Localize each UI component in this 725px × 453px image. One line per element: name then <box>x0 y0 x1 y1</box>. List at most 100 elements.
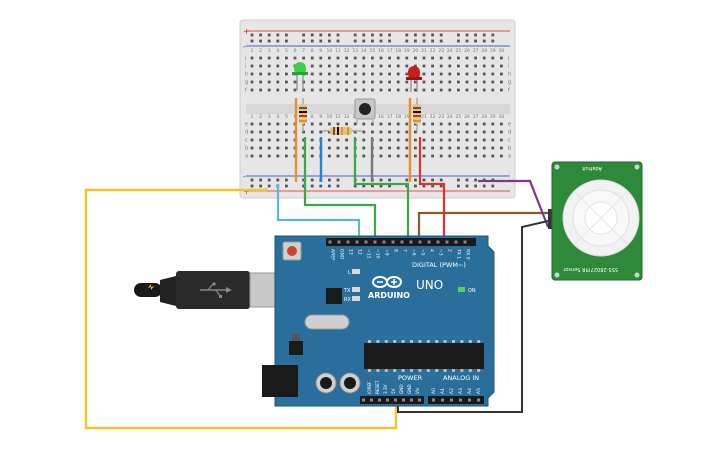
header-pin[interactable] <box>418 398 421 402</box>
column-number: 9 <box>319 114 322 120</box>
breadboard-hole <box>405 80 409 84</box>
resistor-green-led[interactable] <box>299 98 307 132</box>
reset-button-cap[interactable] <box>287 246 297 256</box>
breadboard-hole <box>439 138 443 142</box>
column-number: 12 <box>344 48 350 54</box>
green-wire-pin8[interactable] <box>353 137 410 240</box>
header-pin[interactable] <box>450 398 453 402</box>
column-number: 5 <box>285 114 288 120</box>
breadboard-hole <box>345 64 348 68</box>
breadboard-hole <box>491 130 495 134</box>
header-pin[interactable] <box>386 398 389 402</box>
breadboard-hole <box>353 72 357 76</box>
breadboard-hole <box>448 122 452 126</box>
rail-hole <box>474 178 477 182</box>
usb-cable[interactable] <box>134 271 291 309</box>
header-pin[interactable] <box>477 398 480 402</box>
chip-pin <box>426 340 430 343</box>
resistor-red-led[interactable] <box>413 98 421 132</box>
header-pin[interactable] <box>337 240 341 244</box>
red-led[interactable] <box>406 66 422 92</box>
header-pin[interactable] <box>328 240 332 244</box>
column-number: 29 <box>490 48 496 54</box>
breadboard-hole <box>371 80 374 84</box>
breadboard-hole <box>431 64 434 68</box>
purple-wire-pir[interactable] <box>478 179 550 228</box>
rail-hole <box>414 39 417 43</box>
chip-pin <box>477 369 481 372</box>
chip-pin <box>460 340 464 343</box>
header-pin[interactable] <box>409 240 413 244</box>
header-pin[interactable] <box>432 398 435 402</box>
breadboard-hole <box>482 64 486 68</box>
header-pin[interactable] <box>463 240 467 244</box>
breadboard-hole <box>353 56 357 60</box>
header-pin[interactable] <box>418 240 422 244</box>
cyan-wire[interactable] <box>276 184 361 240</box>
rail-hole <box>336 33 340 37</box>
header-pin[interactable] <box>441 398 444 402</box>
header-pin[interactable] <box>362 398 365 402</box>
breadboard-hole <box>353 64 357 68</box>
header-pin[interactable] <box>436 240 440 244</box>
header-pin[interactable] <box>445 240 449 244</box>
header-pin[interactable] <box>355 240 359 244</box>
header-pin[interactable] <box>427 240 431 244</box>
header-pin[interactable] <box>402 398 405 402</box>
rail-hole <box>267 184 271 188</box>
breadboard-hole <box>250 64 254 68</box>
rail-hole <box>310 33 314 37</box>
column-number: 25 <box>456 48 462 54</box>
led-tx <box>352 287 360 292</box>
brown-wire-pir[interactable] <box>417 211 548 240</box>
header-pin[interactable] <box>378 398 381 402</box>
header-pin[interactable] <box>364 240 368 244</box>
resistor-button[interactable] <box>322 127 362 135</box>
header-pin[interactable] <box>468 398 471 402</box>
breadboard-hole <box>353 130 357 134</box>
pir-sensor[interactable]: Adafruit PIR Sensor 555-28027 <box>548 161 643 281</box>
row-letter: j <box>244 56 246 62</box>
digital-pin-label: TX 1 <box>456 248 462 259</box>
breadboard-hole <box>405 146 409 150</box>
breadboard-hole <box>336 64 340 68</box>
row-letter: c <box>245 138 248 144</box>
column-number: 2 <box>259 114 262 120</box>
header-pin[interactable] <box>459 398 462 402</box>
header-pin[interactable] <box>391 240 395 244</box>
header-pin[interactable] <box>346 240 350 244</box>
analog-pin-label: A3 <box>458 388 464 394</box>
breadboard-hole <box>439 72 443 76</box>
rail-hole <box>439 39 443 43</box>
column-number: 30 <box>499 114 505 120</box>
header-pin[interactable] <box>454 240 458 244</box>
breadboard-hole <box>310 72 314 76</box>
yellow-wire[interactable] <box>84 188 398 430</box>
breadboard-hole <box>285 72 288 76</box>
push-button[interactable] <box>354 98 376 124</box>
column-number: 27 <box>473 114 479 120</box>
rail-sign-minus-bottom: - <box>243 172 246 181</box>
header-pin[interactable] <box>410 398 413 402</box>
analog-pin-label: A5 <box>476 388 482 394</box>
breadboard-hole <box>362 56 366 60</box>
breadboard-hole <box>448 80 452 84</box>
green-led[interactable] <box>292 62 308 90</box>
header-pin[interactable] <box>373 240 377 244</box>
header-pin[interactable] <box>394 398 397 402</box>
rail-hole <box>328 178 331 182</box>
breadboard-hole <box>285 88 288 92</box>
chip-pin <box>477 340 481 343</box>
green-wire-button[interactable] <box>303 137 377 240</box>
header-pin[interactable] <box>400 240 404 244</box>
breadboard-hole <box>474 88 477 92</box>
header-pin[interactable] <box>382 240 386 244</box>
row-letter: f <box>245 88 247 94</box>
breadboard-hole <box>457 64 460 68</box>
rail-hole <box>474 184 477 188</box>
breadboard-hole <box>250 72 254 76</box>
black-wire-pir[interactable] <box>397 220 549 413</box>
header-pin[interactable] <box>370 398 373 402</box>
